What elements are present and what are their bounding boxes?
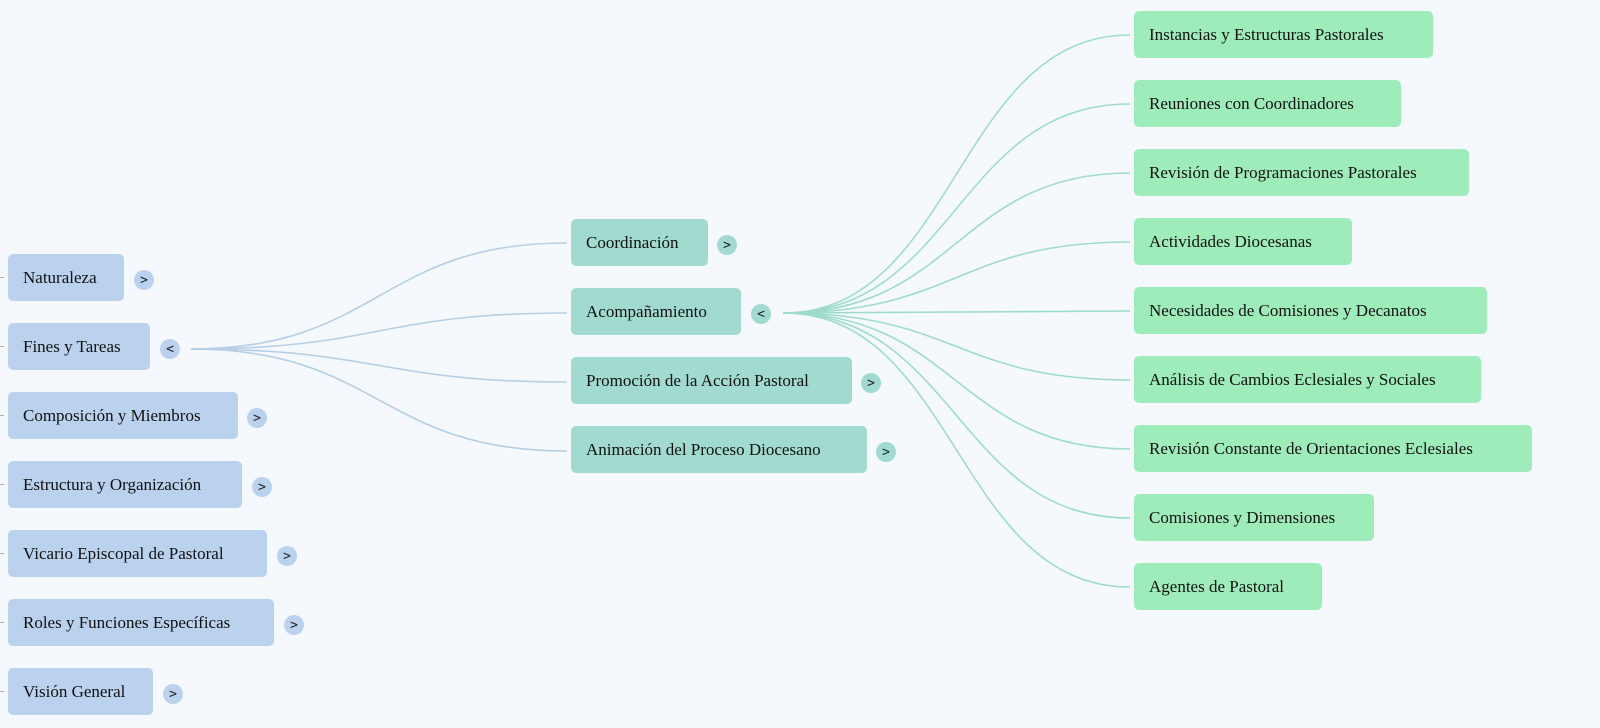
node-estructura-y-organizacion[interactable]: Estructura y Organización — [8, 461, 242, 508]
link-acompanamiento-to-child — [782, 172, 1131, 314]
link-acompanamiento-to-child — [782, 310, 1131, 314]
node-label: Revisión de Programaciones Pastorales — [1149, 162, 1417, 182]
node-label: Acompañamiento — [586, 301, 707, 321]
node-naturaleza[interactable]: Naturaleza — [8, 254, 124, 301]
node-label: Necesidades de Comisiones y Decanatos — [1149, 300, 1427, 320]
node-label: Promoción de la Acción Pastoral — [586, 370, 809, 390]
node-label: Coordinación — [586, 232, 679, 252]
node-label: Animación del Proceso Diocesano — [586, 439, 821, 459]
link-acompanamiento-to-child — [782, 34, 1131, 314]
link-stub — [0, 484, 4, 485]
link-fines-to-child — [190, 312, 568, 350]
node-acompanamiento[interactable]: Acompañamiento — [571, 288, 741, 335]
node-fines-y-tareas[interactable]: Fines y Tareas — [8, 323, 150, 370]
node-label: Análisis de Cambios Eclesiales y Sociale… — [1149, 369, 1436, 389]
node-promocion-de-la-accion-pastoral[interactable]: Promoción de la Acción Pastoral — [571, 357, 852, 404]
node-coordinacion[interactable]: Coordinación — [571, 219, 708, 266]
expand-toggle-coordinacion[interactable]: > — [717, 235, 737, 255]
link-acompanamiento-to-child — [782, 312, 1131, 381]
collapse-toggle-fines-y-tareas[interactable]: < — [160, 339, 180, 359]
node-label: Agentes de Pastoral — [1149, 576, 1285, 596]
node-vicario-episcopal-de-pastoral[interactable]: Vicario Episcopal de Pastoral — [8, 530, 267, 577]
node-label: Roles y Funciones Específicas — [23, 612, 231, 632]
link-stub — [0, 346, 4, 347]
node-label: Fines y Tareas — [23, 336, 121, 356]
expand-toggle-composicion-y-miembros[interactable]: > — [247, 408, 267, 428]
link-acompanamiento-to-child — [782, 312, 1131, 519]
node-actividades-diocesanas[interactable]: Actividades Diocesanas — [1134, 218, 1352, 265]
link-stub — [0, 553, 4, 554]
node-label: Estructura y Organización — [23, 474, 202, 494]
node-label: Actividades Diocesanas — [1149, 231, 1312, 251]
expand-toggle-estructura-y-organizacion[interactable]: > — [252, 477, 272, 497]
expand-toggle-roles-y-funciones-especificas[interactable]: > — [284, 615, 304, 635]
node-analisis-de-cambios-eclesiales-y-sociales[interactable]: Análisis de Cambios Eclesiales y Sociale… — [1134, 356, 1481, 403]
node-agentes-de-pastoral[interactable]: Agentes de Pastoral — [1134, 563, 1322, 610]
node-comisiones-y-dimensiones[interactable]: Comisiones y Dimensiones — [1134, 494, 1374, 541]
node-revision-de-programaciones-pastorales[interactable]: Revisión de Programaciones Pastorales — [1134, 149, 1469, 196]
node-instancias-y-estructuras-pastorales[interactable]: Instancias y Estructuras Pastorales — [1134, 11, 1433, 58]
node-label: Visión General — [23, 681, 126, 701]
node-label: Comisiones y Dimensiones — [1149, 507, 1336, 527]
collapse-toggle-acompanamiento[interactable]: < — [751, 304, 771, 324]
link-stub — [0, 415, 4, 416]
expand-toggle-vision-general[interactable]: > — [163, 684, 183, 704]
link-acompanamiento-to-child — [782, 241, 1131, 314]
expand-toggle-animacion-del-proceso-diocesano[interactable]: > — [876, 442, 896, 462]
node-label: Vicario Episcopal de Pastoral — [23, 543, 224, 563]
node-reuniones-con-coordinadores[interactable]: Reuniones con Coordinadores — [1134, 80, 1401, 127]
link-fines-to-child — [190, 348, 568, 452]
link-stub — [0, 622, 4, 623]
expand-toggle-promocion-de-la-accion-pastoral[interactable]: > — [861, 373, 881, 393]
link-stub — [0, 691, 4, 692]
link-acompanamiento-to-child — [782, 103, 1131, 314]
node-animacion-del-proceso-diocesano[interactable]: Animación del Proceso Diocesano — [571, 426, 867, 473]
node-necesidades-de-comisiones-y-decanatos[interactable]: Necesidades de Comisiones y Decanatos — [1134, 287, 1487, 334]
node-composicion-y-miembros[interactable]: Composición y Miembros — [8, 392, 238, 439]
expand-toggle-naturaleza[interactable]: > — [134, 270, 154, 290]
node-label: Naturaleza — [23, 267, 97, 287]
node-vision-general[interactable]: Visión General — [8, 668, 153, 715]
node-roles-y-funciones-especificas[interactable]: Roles y Funciones Específicas — [8, 599, 274, 646]
expand-toggle-vicario-episcopal-de-pastoral[interactable]: > — [277, 546, 297, 566]
node-label: Instancias y Estructuras Pastorales — [1149, 24, 1384, 44]
link-stub — [0, 277, 4, 278]
node-label: Revisión Constante de Orientaciones Ecle… — [1149, 438, 1473, 458]
node-label: Composición y Miembros — [23, 405, 201, 425]
link-fines-to-child — [190, 348, 568, 383]
node-revision-constante-de-orientaciones-eclesiales[interactable]: Revisión Constante de Orientaciones Ecle… — [1134, 425, 1532, 472]
node-label: Reuniones con Coordinadores — [1149, 93, 1354, 113]
link-acompanamiento-to-child — [782, 312, 1131, 450]
link-acompanamiento-to-child — [782, 312, 1131, 588]
link-fines-to-child — [190, 242, 568, 350]
